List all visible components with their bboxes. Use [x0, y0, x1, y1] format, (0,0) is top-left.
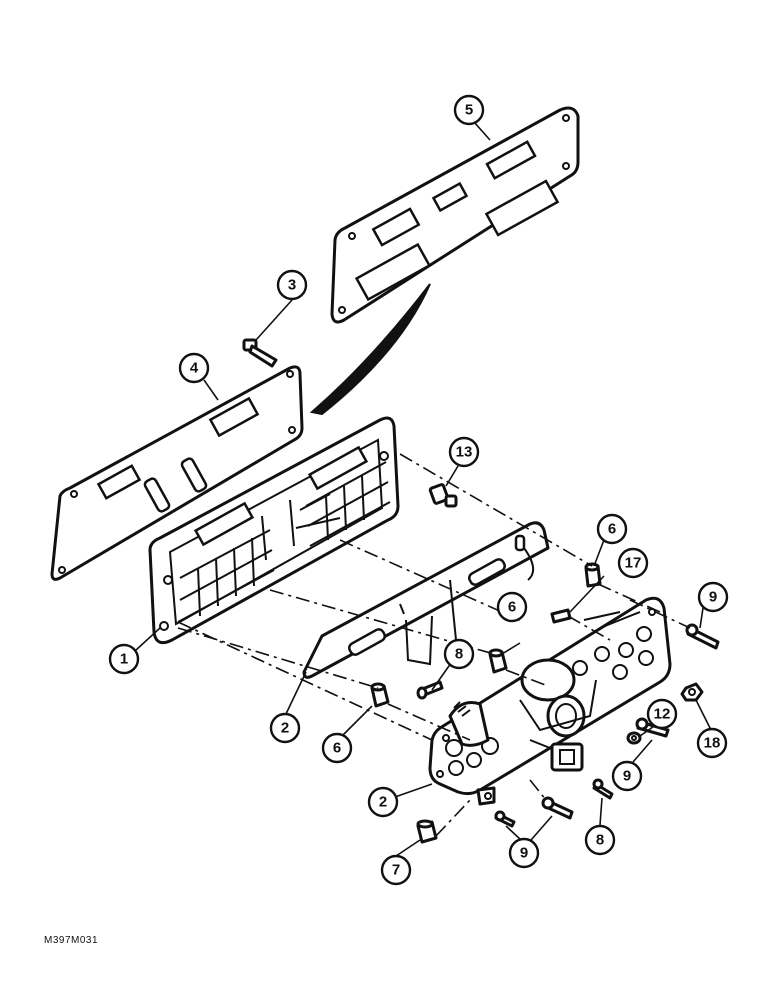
svg-text:2: 2 [281, 720, 289, 737]
part-17-pin [550, 608, 572, 624]
callout-5: 5 [453, 94, 485, 126]
callout-4: 4 [178, 352, 210, 384]
svg-text:8: 8 [596, 832, 604, 849]
callout-9-lower: 9 [508, 837, 540, 869]
callout-9-middle: 9 [611, 760, 643, 792]
callout-3: 3 [276, 269, 308, 301]
part-6-spacer-right [584, 562, 602, 588]
callout-2-upper: 2 [269, 712, 301, 744]
svg-text:9: 9 [520, 845, 528, 862]
figure-reference-code: M397M031 [44, 935, 99, 946]
svg-text:9: 9 [709, 589, 717, 606]
part-12-washer [626, 731, 642, 745]
svg-text:12: 12 [654, 706, 671, 723]
svg-text:9: 9 [623, 768, 631, 785]
part-8-screw-upper [416, 680, 444, 700]
alignment-lines [177, 453, 691, 837]
svg-text:1: 1 [120, 651, 128, 668]
leader-lines [135, 121, 713, 857]
callout-9-right: 9 [697, 581, 729, 613]
svg-text:5: 5 [465, 102, 473, 119]
part-8-screw-lower [592, 778, 614, 800]
svg-text:7: 7 [392, 862, 400, 879]
svg-text:3: 3 [288, 277, 296, 294]
part-2-circuit-board [428, 596, 672, 806]
part-9-screw-right [685, 623, 720, 650]
callout-7: 7 [380, 854, 412, 886]
part-1-housing [148, 416, 400, 645]
placement-arrow [309, 283, 431, 416]
callout-17: 17 [617, 547, 649, 579]
svg-text:2: 2 [379, 794, 387, 811]
part-18-nut [680, 682, 704, 702]
svg-text:6: 6 [333, 740, 341, 757]
part-5-upper-panel [330, 106, 580, 324]
callout-13: 13 [448, 436, 480, 468]
part-7-spacer [416, 819, 438, 844]
callout-6-right: 6 [596, 513, 628, 545]
callout-6-left: 6 [321, 732, 353, 764]
svg-text:17: 17 [625, 555, 642, 572]
callout-2-lower: 2 [367, 786, 399, 818]
part-4-front-panel [50, 365, 304, 581]
svg-text:6: 6 [608, 521, 616, 538]
part-6-spacer-left [370, 682, 390, 708]
callout-1: 1 [108, 643, 140, 675]
svg-text:13: 13 [456, 444, 473, 461]
callout-8-lower: 8 [584, 824, 616, 856]
callout-6-center: 6 [496, 591, 528, 623]
part-3-screw [242, 338, 278, 368]
part-9-screw-lower [541, 796, 574, 820]
callout-8-upper: 8 [443, 638, 475, 670]
svg-text:4: 4 [190, 360, 199, 377]
svg-text:18: 18 [704, 735, 721, 752]
svg-text:8: 8 [455, 646, 463, 663]
callout-18: 18 [696, 727, 728, 759]
callout-12: 12 [646, 698, 678, 730]
part-13-connector [428, 483, 458, 508]
part-9-screw-bottom [494, 810, 516, 828]
svg-text:6: 6 [508, 599, 516, 616]
